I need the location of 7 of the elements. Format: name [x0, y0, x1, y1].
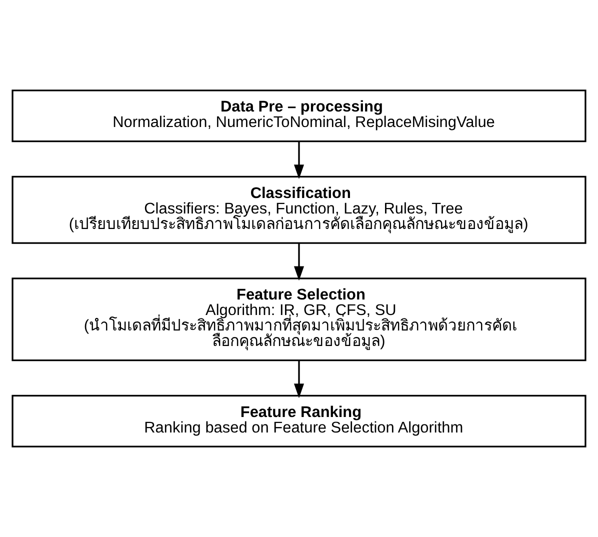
node-box: Feature Selection Algorithm: IR, GR, CFS, SU (นำโมเดลที่มีประสิทธิภาพมากที่สุดมาเพิ่มประสิทธิภาพด้วยการคัดเลือกคุณลักษณะของข้อมูล) [12, 278, 586, 362]
arrow [294, 243, 304, 281]
node-box: Data Pre – processing Normalization, NumericToNominal, ReplaceMisingValue [12, 90, 586, 142]
node-box: Classification Classifiers: Bayes, Function, Lazy, Rules, Tree (เปรียบเทียบประสิทธิภาพโมเดลก่อนการคัดเลือกคุณลักษณะของข้อมูล) [12, 176, 586, 244]
arrow [294, 360, 304, 398]
node-box: Feature Ranking Ranking based on Feature Selection Algorithm [12, 394, 586, 448]
arrow [294, 142, 304, 180]
